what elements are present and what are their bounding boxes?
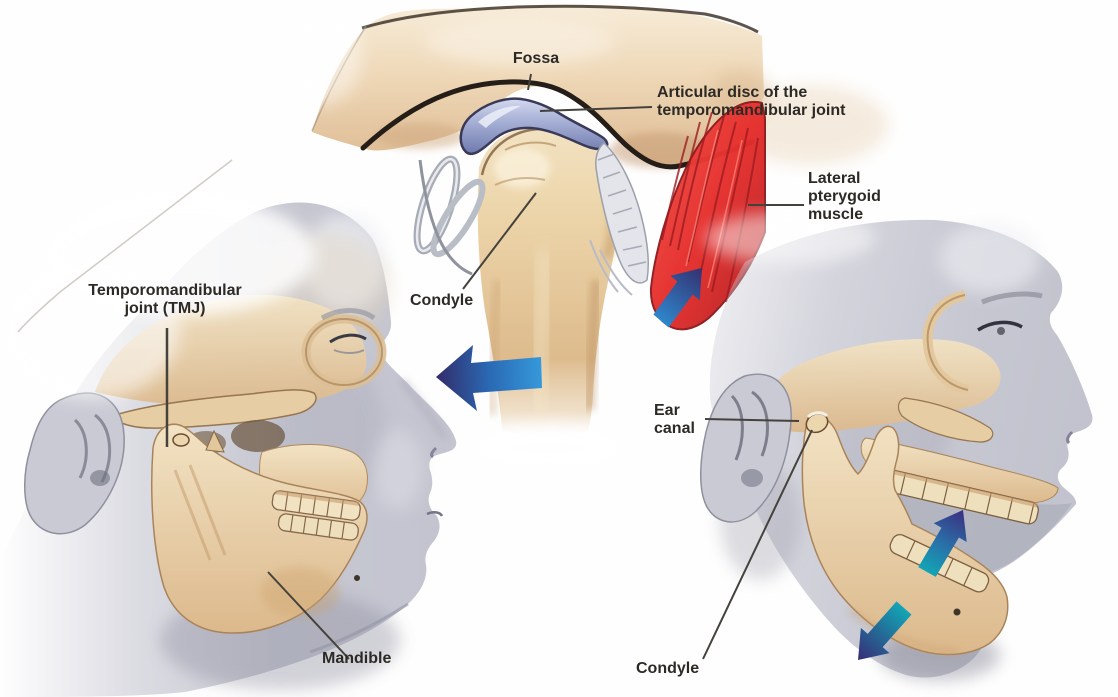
soft-fades [0,5,875,470]
band-shading [375,15,770,168]
nostril [430,446,438,459]
zygomatic-arch [110,389,317,429]
face-features [977,291,1074,445]
fossa-label: Fossa [512,50,560,67]
ear-canal-leader-line [704,418,800,422]
condyle-right-leader-line [702,429,813,660]
ear-canal-label-line2: canal [654,420,695,437]
mandible-label: Mandible [322,650,392,667]
tmj-condyle-knob [172,433,190,447]
skull-shape [758,290,1059,656]
mole-dot [953,608,961,616]
eye-lash-line [977,320,1023,332]
joint-capsule-fibers-right [589,141,649,296]
mandible-bottom-shading [848,608,961,655]
eyebrow [981,291,1043,305]
articular-disc-label: Articular disc of the temporomandibular … [657,84,845,120]
articular-disc-label-line2: temporomandibular joint [657,102,846,119]
joint-capsule-fibers-left [413,155,486,276]
condyle-right-label: Condyle [636,660,700,677]
nostril [1066,430,1074,445]
ear-shape [699,373,792,523]
lateral-pterygoid-label-line3: muscle [808,206,864,223]
orbit-rim-line [305,318,383,386]
articular-disc-leader-line [539,106,653,112]
temporal-fossa-hole [231,420,285,452]
tmj-label-line2: joint (TMJ) [124,300,206,317]
lateral-pterygoid-label-line1: Lateral [808,170,861,187]
lower-teeth [277,513,359,541]
mandible-leader-line [267,571,350,660]
articular-disc-label-line1: Articular disc of the [657,84,808,101]
lateral-pterygoid-muscle-shape [649,100,766,331]
coronoid-process [205,429,225,453]
band-top-outline [361,4,759,34]
condyle-center-leader-line [462,192,537,290]
mouth-line [426,511,444,517]
fossa-leader-line [527,73,532,91]
disc-highlight [478,105,521,128]
condyle-center-label: Condyle [410,292,474,309]
eye-lash-line [329,333,367,344]
condyle-cap-highlight [806,411,829,419]
upper-teeth [271,490,361,521]
chin-shading [260,567,340,617]
tmj-label-line1: Temporomandibular [88,282,242,299]
lateral-pterygoid-label: Lateral pterygoid muscle [808,170,881,224]
movement-arrow-jaw-forward [436,345,542,411]
eyebrow [320,308,376,321]
iris [997,327,1005,335]
movement-arrow-muscle-pull [653,268,702,328]
mole-dot [354,575,360,581]
ramus-shading [173,464,227,561]
movement-arrows [436,268,967,660]
tmj-label: Temporomandibular joint (TMJ) [50,282,280,318]
ear-shape [23,392,125,535]
leader-lines [165,73,813,660]
skin-wash [732,85,888,165]
ear-canal-label-line1: Ear [654,402,680,419]
ear-canal-label: Ear canal [654,402,695,438]
movement-arrow-jaw-open [858,601,912,660]
orbit-rim-line [926,294,969,391]
eye-lower-lid [333,349,365,354]
movement-arrow-jaw-up [918,510,967,577]
skull-shape [95,294,387,634]
lateral-pterygoid-label-line2: pterygoid [808,188,881,205]
face-features [320,308,444,517]
zygomatic-arch [897,397,994,443]
closed-jaw-head-illustration [0,202,457,697]
sketch-edge-line [17,159,233,333]
